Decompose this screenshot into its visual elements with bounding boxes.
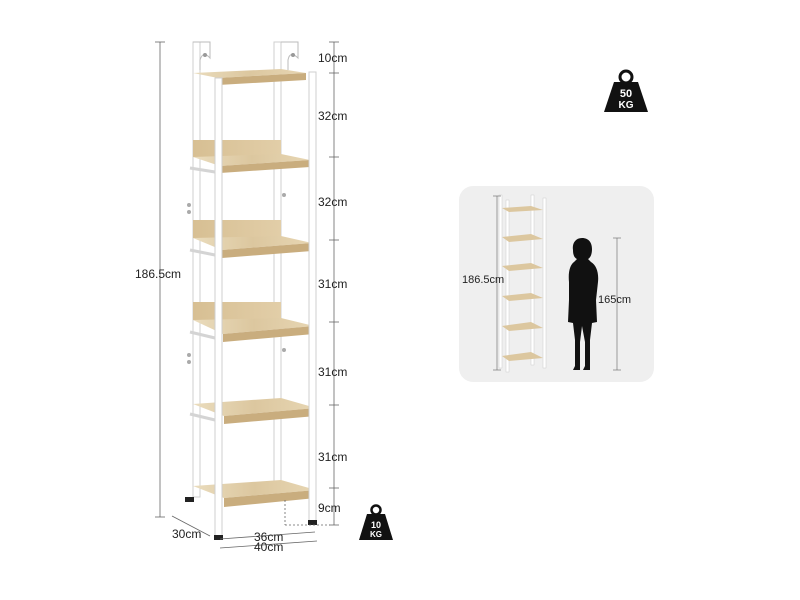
height-comparison-inset: 186.5cm 165cm [459,186,654,382]
shelf-2 [193,140,310,173]
foot-back-left [185,497,194,502]
spacing-label-5: 31cm [318,365,347,379]
weight-icon-shelf: 10 KG [359,504,393,540]
spacing-label-2: 32cm [318,109,347,123]
spacing-label-3: 32cm [318,195,347,209]
foot-right [308,520,317,525]
shelf-5 [193,398,316,424]
spacing-label-4: 31cm [318,277,347,291]
shelf-weight-unit: KG [370,530,382,539]
silhouette-person-icon [568,238,599,370]
inset-person-height-label: 165cm [598,294,631,306]
shelf-6 [193,480,316,507]
spacing-label-6: 31cm [318,450,347,464]
top-right-hook [281,41,299,70]
inset-shelf-height-label: 186.5cm [462,274,504,286]
depth-label: 30cm [172,527,201,541]
dimension-labels: 186.5cm 10cm 32cm 32cm 31cm 31cm 31cm 9c… [135,51,347,554]
inner-width-label: 36cm [254,530,283,544]
total-height-label: 186.5cm [135,267,181,281]
shelf-1 [193,69,306,85]
foot-left [214,535,223,540]
dimension-lines [155,41,339,549]
mini-shelf [498,194,547,373]
front-right-post [308,71,317,525]
back-right-post [273,41,282,498]
spacing-label-7: 9cm [318,501,341,515]
top-weight-unit: KG [619,100,634,111]
front-left-post [214,77,223,539]
outer-width-label: 40cm [254,540,283,554]
back-left-post [192,41,201,498]
top-weight-value: 50 [620,88,632,100]
shelf-illustration [185,41,317,540]
spacing-label-1: 10cm [318,51,347,65]
shelf-weight-value: 10 [371,520,381,530]
shelf-3 [193,220,312,258]
weight-icon-top: 50 KG [604,69,648,112]
